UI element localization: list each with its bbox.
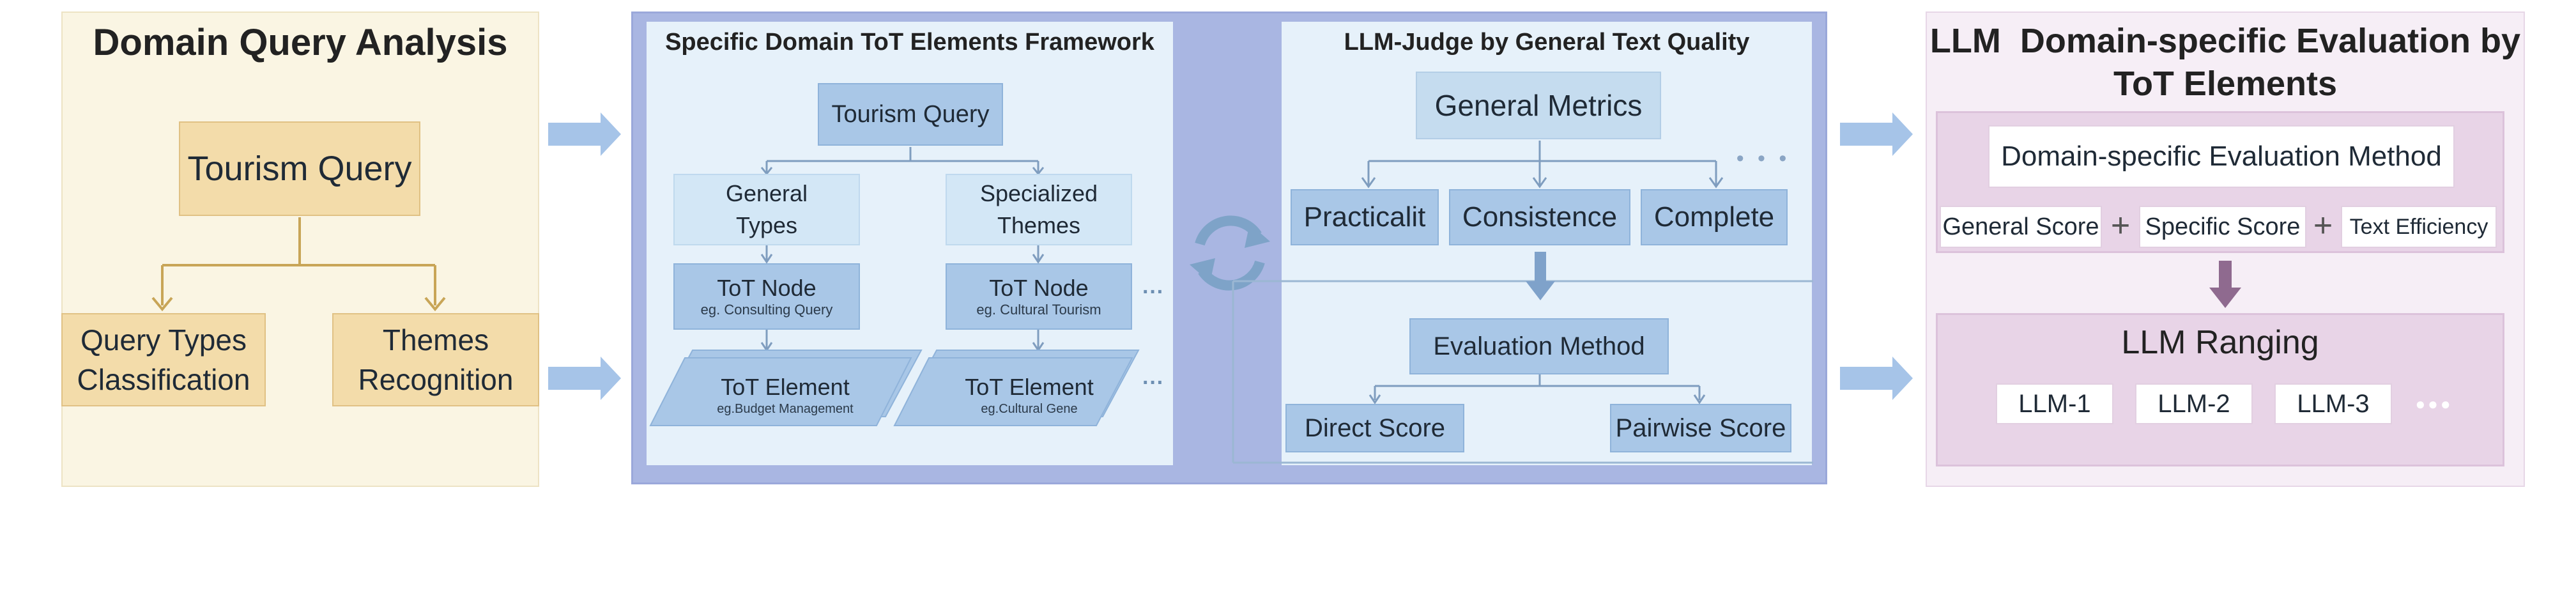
judge-connectors (1361, 141, 1724, 404)
llm-1-box: LLM-1 (1996, 383, 2113, 424)
complete-box: Complete (1641, 189, 1788, 245)
direct-score-box: Direct Score (1285, 404, 1464, 452)
tot-node-left-example: eg. Consulting Query (700, 301, 833, 318)
pairwise-score-box: Pairwise Score (1610, 404, 1791, 452)
general-types-line2: Types (735, 212, 798, 238)
evaluation-title: LLM Domain-specific Evaluation by ToT El… (1926, 15, 2525, 110)
tot-element-right: ToT Element eg.Cultural Gene (892, 349, 1167, 428)
general-metrics-box: General Metrics (1416, 72, 1661, 139)
evaluation-title-line2: ToT Elements (2113, 65, 2338, 103)
ranging-down-arrow-icon (2209, 261, 2241, 308)
judge-loop-connector (1232, 280, 1813, 464)
framework-tourism-query: Tourism Query (818, 83, 1003, 146)
evaluation-title-line1: LLM Domain-specific Evaluation by (1929, 21, 2521, 60)
text-efficiency-box: Text Efficiency (2341, 206, 2497, 248)
framework-title: Specific Domain ToT Elements Framework (665, 28, 1154, 56)
tot-node-right-example: eg. Cultural Tourism (976, 301, 1101, 318)
tot-element-right-label: ToT Element (965, 373, 1094, 400)
llm-ellipsis: ●●● (2415, 394, 2453, 413)
tot-node-right-label: ToT Node (989, 275, 1089, 302)
domain-evaluation-method-box: Domain-specific Evaluation Method (1988, 125, 2455, 188)
tot-element-right-shape: ToT Element eg.Cultural Gene (892, 349, 1167, 428)
evaluation-method-box: Evaluation Method (1409, 318, 1669, 374)
tot-element-left: ToT Element eg.Budget Management (648, 349, 923, 428)
llm-3-box: LLM-3 (2274, 383, 2392, 424)
specialized-themes-box: Specialized Themes (946, 174, 1132, 245)
domain-query-title: Domain Query Analysis (93, 21, 508, 63)
tot-node-left: ToT Node eg. Consulting Query (673, 263, 860, 330)
tot-element-right-example: eg.Cultural Gene (981, 401, 1078, 416)
consistence-box: Consistence (1449, 189, 1630, 245)
judge-down-arrow-icon (1526, 252, 1555, 300)
practicality-box: Practicalit (1291, 189, 1439, 245)
general-types-box: General Types (673, 174, 860, 245)
tot-element-left-shape: ToT Element eg.Budget Management (648, 349, 923, 428)
cycle-arrows-icon (1190, 215, 1270, 291)
llm-judge-title: LLM-Judge by General Text Quality (1344, 28, 1750, 56)
themes-line2: Recognition (358, 363, 514, 396)
judge-ellipsis: • • • (1736, 146, 1791, 171)
specialized-themes-line2: Themes (997, 212, 1081, 238)
arrow-right-icon (548, 112, 621, 156)
general-types-line1: General (725, 180, 808, 206)
tot-element-left-example: eg.Budget Management (717, 401, 854, 416)
query-types-line2: Classification (77, 363, 250, 396)
arrow-right-icon (548, 357, 621, 400)
llm-2-box: LLM-2 (2135, 383, 2253, 424)
panel1-connector (151, 217, 446, 312)
specialized-themes-line1: Specialized (979, 180, 1098, 206)
general-score-box: General Score (1940, 206, 2102, 248)
tot-node-left-label: ToT Node (717, 275, 816, 302)
plus-icon: + (2313, 207, 2333, 244)
llm-ranging-title: LLM Ranging (2121, 324, 2319, 361)
tot-element-left-label: ToT Element (721, 373, 850, 400)
framework-ellipsis-top: ··· (1142, 279, 1164, 304)
themes-recognition-box: Themes Recognition (332, 313, 539, 406)
query-types-line1: Query Types (80, 323, 247, 357)
framework-ellipsis-bottom: ··· (1142, 370, 1164, 395)
query-types-box: Query Types Classification (61, 313, 266, 406)
tot-element-left-svg (649, 350, 923, 426)
tot-element-right-svg (893, 350, 1140, 426)
themes-line1: Themes (382, 323, 489, 357)
tot-node-right: ToT Node eg. Cultural Tourism (946, 263, 1132, 330)
plus-icon: + (2110, 207, 2131, 244)
tourism-query-box: Tourism Query (179, 121, 420, 216)
arrow-right-icon (1840, 357, 1913, 400)
arrow-right-icon (1840, 112, 1913, 156)
specific-score-box: Specific Score (2139, 206, 2306, 248)
